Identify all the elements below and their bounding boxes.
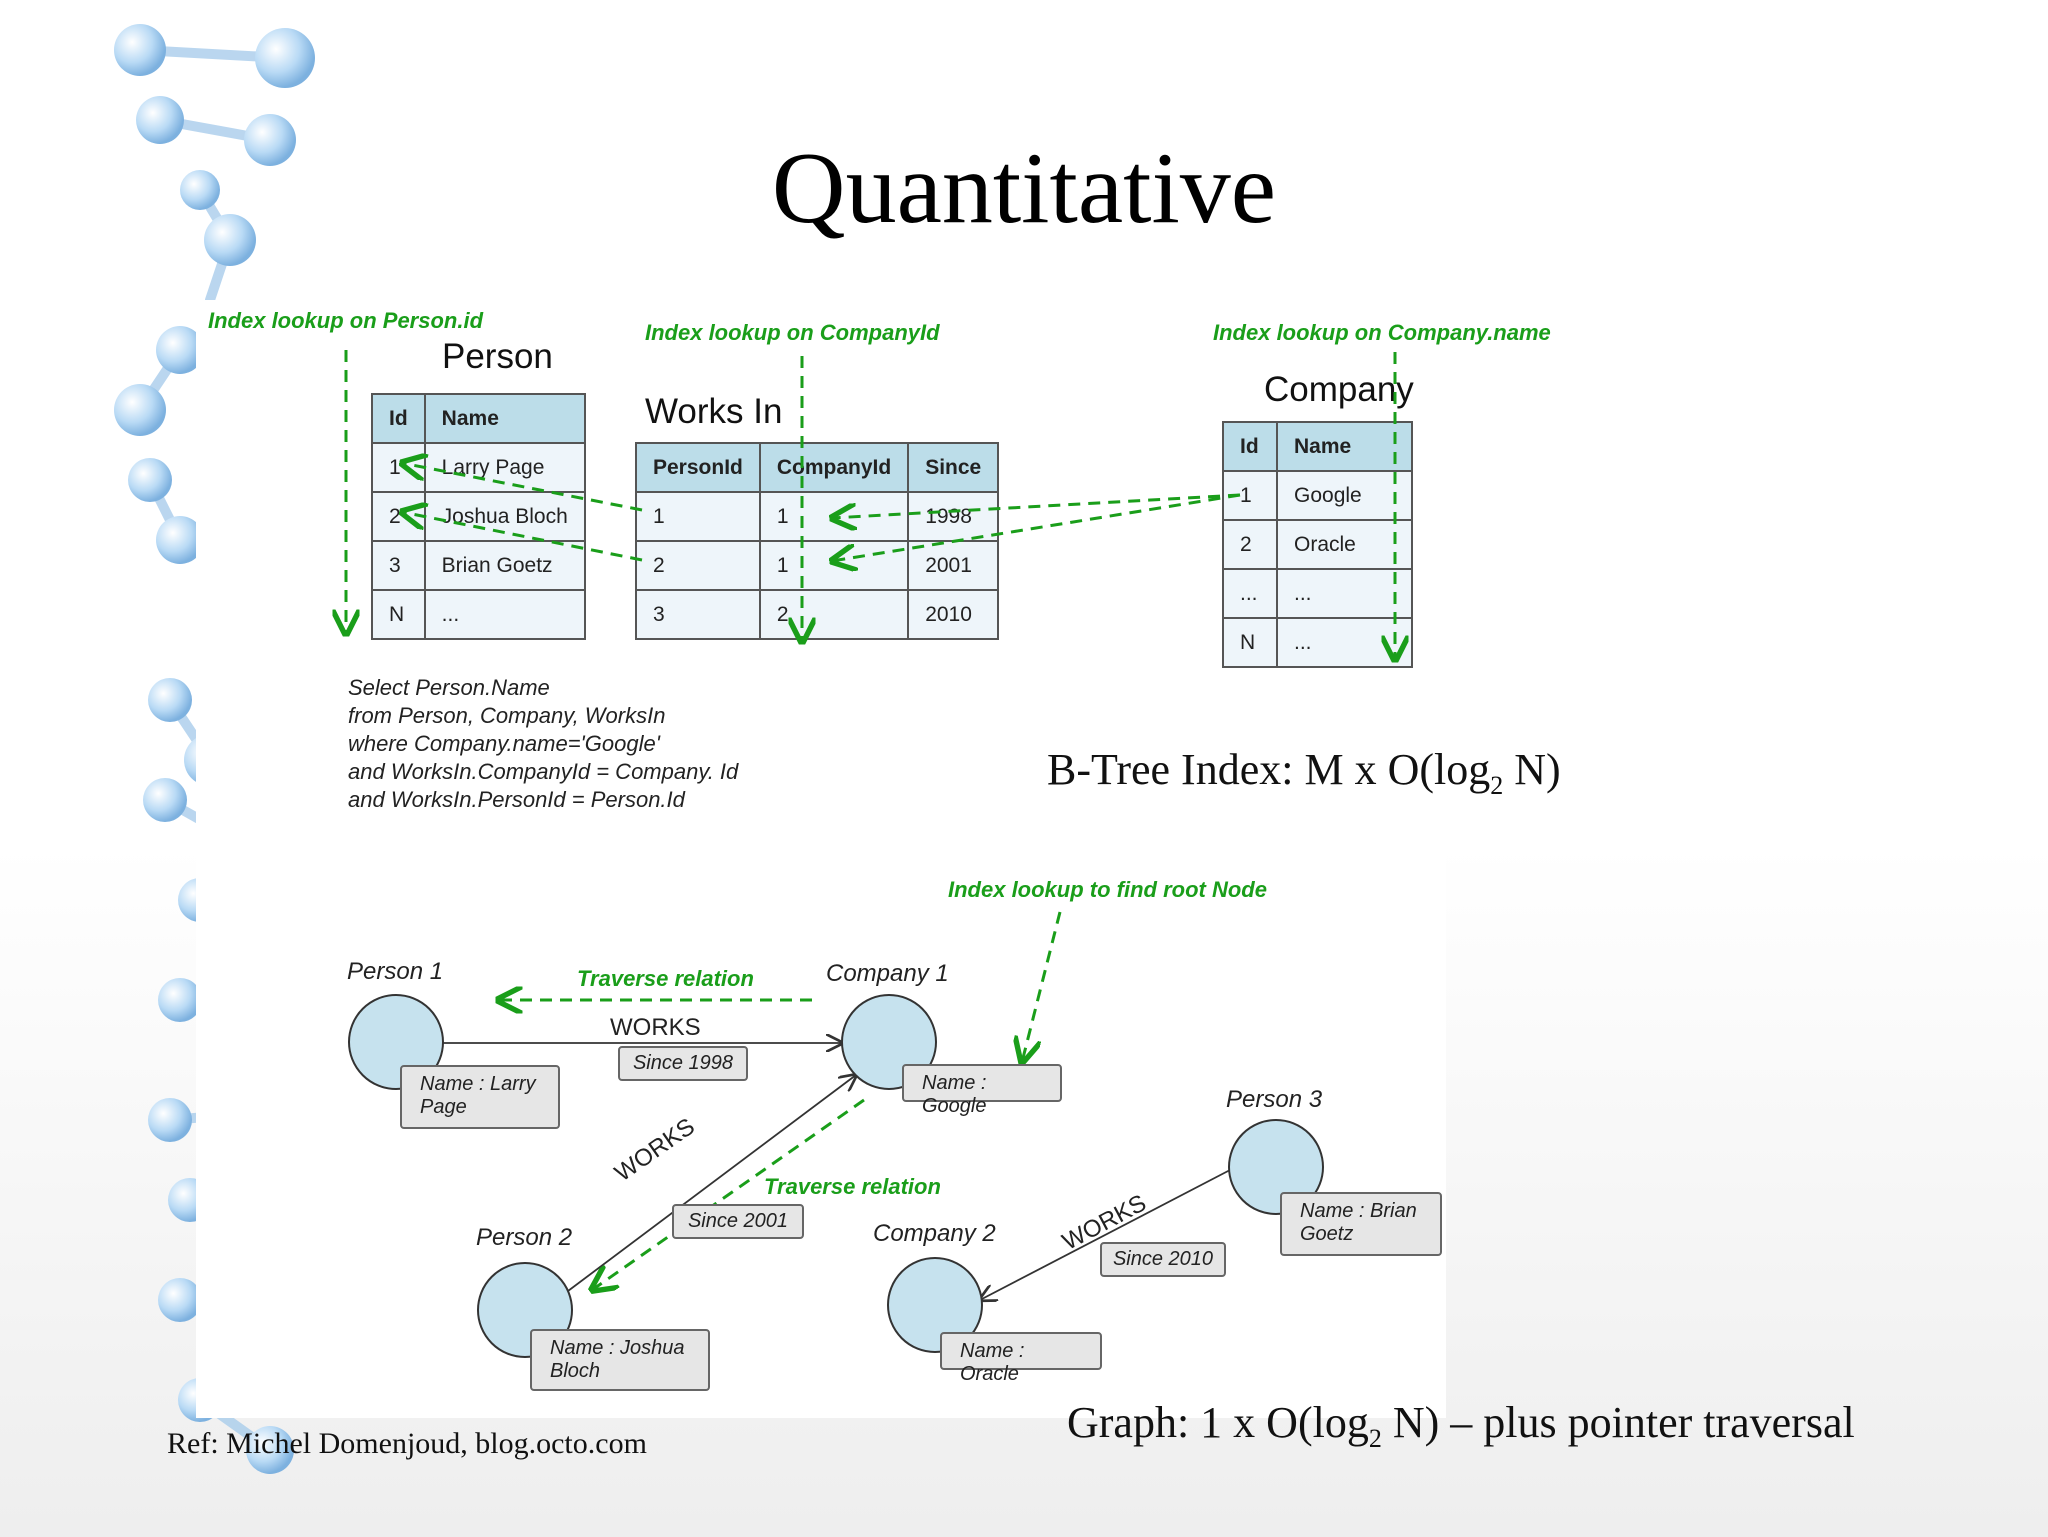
- property-box-company-2: Name : Oracle: [940, 1332, 1102, 1385]
- since-box-2010: Since 2010: [1100, 1242, 1226, 1277]
- label-traverse-relation-1: Traverse relation: [577, 966, 754, 991]
- since-box-2001: Since 2001: [672, 1204, 804, 1239]
- since-box-1998: Since 1998: [618, 1046, 748, 1081]
- table-header-row: PersonId CompanyId Since: [635, 442, 1000, 493]
- relationship-label-works-1: WORKS: [610, 1014, 701, 1041]
- graph-cost-text: Graph: 1 x O(log2 N) – plus pointer trav…: [1067, 1398, 1855, 1453]
- node-label-person-1: Person 1: [347, 958, 444, 985]
- column-header: Name: [423, 393, 586, 444]
- sql-line: and WorksIn.PersonId = Person.Id: [348, 787, 685, 812]
- node-label-company-1: Company 1: [826, 960, 949, 987]
- column-header: Id: [371, 393, 426, 444]
- edge-person2-company1: [555, 1075, 856, 1301]
- btree-cost-text: B-Tree Index: M x O(log2 N): [1047, 745, 1561, 800]
- join-arrow-google-to-works-2: [832, 493, 1241, 561]
- table-cell: ...: [1222, 568, 1278, 619]
- label-traverse-relation-2: Traverse relation: [764, 1174, 941, 1199]
- sql-line: and WorksIn.CompanyId = Company. Id: [348, 759, 739, 784]
- node-company-2: [887, 1257, 983, 1353]
- join-arrow-google-to-works-1: [832, 493, 1241, 518]
- slide-title: Quantitative: [771, 132, 1277, 245]
- reference-text: Ref: Michel Domenjoud, blog.octo.com: [167, 1427, 647, 1460]
- table-row: N...: [371, 589, 586, 640]
- table-cell: 3: [635, 589, 761, 640]
- label-lookup-person-id: Index lookup on Person.id: [208, 308, 484, 333]
- table-cell: 2: [1222, 519, 1278, 570]
- person-table-title: Person: [442, 337, 553, 376]
- edge-person3-company2: [980, 1169, 1231, 1300]
- table-cell: 2010: [907, 589, 1000, 640]
- node-label-person-2: Person 2: [476, 1224, 573, 1251]
- table-cell: N: [1222, 617, 1278, 668]
- table-header-row: Id Name: [371, 393, 586, 444]
- table-cell: 2: [758, 589, 910, 640]
- table-cell: Brian Goetz: [423, 540, 586, 591]
- sql-line: Select Person.Name: [348, 675, 550, 700]
- lookup-arrow-root-node: [1022, 911, 1062, 1062]
- table-cell: Larry Page: [423, 442, 586, 493]
- table-cell: 3: [371, 540, 426, 591]
- table-cell: 2: [635, 540, 761, 591]
- table-cell: Oracle: [1276, 519, 1413, 570]
- join-arrow-works-to-person-1: [402, 463, 643, 512]
- table-cell: 2001: [907, 540, 1000, 591]
- sql-query: Select Person.Name from Person, Company,…: [348, 674, 738, 814]
- traverse-arrow-to-person2: [592, 1098, 865, 1290]
- node-label-company-2: Company 2: [873, 1220, 996, 1247]
- label-lookup-company-name: Index lookup on Company.name: [1213, 320, 1551, 345]
- label-lookup-root-node: Index lookup to find root Node: [948, 877, 1267, 902]
- table-header-row: Id Name: [1222, 421, 1413, 472]
- column-header: Id: [1222, 421, 1278, 472]
- column-header: PersonId: [635, 442, 761, 493]
- column-header: Since: [907, 442, 1000, 493]
- table-row: ......: [1222, 568, 1413, 619]
- table-cell: ...: [423, 589, 586, 640]
- property-box-company-1: Name : Google: [902, 1064, 1062, 1117]
- column-header: Name: [1276, 421, 1413, 472]
- company-table-title: Company: [1264, 370, 1414, 409]
- label-lookup-company-id: Index lookup on CompanyId: [645, 320, 940, 345]
- join-arrow-works-to-person-2: [402, 512, 643, 562]
- table-cell: Joshua Bloch: [423, 491, 586, 542]
- works-table-title: Works In: [645, 392, 783, 431]
- table-cell: 1998: [907, 491, 1000, 542]
- table-cell: 1: [635, 491, 761, 542]
- table-cell: Google: [1276, 470, 1413, 521]
- column-header: CompanyId: [758, 442, 910, 493]
- sql-line: from Person, Company, WorksIn: [348, 703, 666, 728]
- node-label-person-3: Person 3: [1226, 1086, 1323, 1113]
- sql-line: where Company.name='Google': [348, 731, 660, 756]
- table-cell: ...: [1276, 568, 1413, 619]
- node-person-3: [1228, 1119, 1324, 1215]
- table-cell: N: [371, 589, 426, 640]
